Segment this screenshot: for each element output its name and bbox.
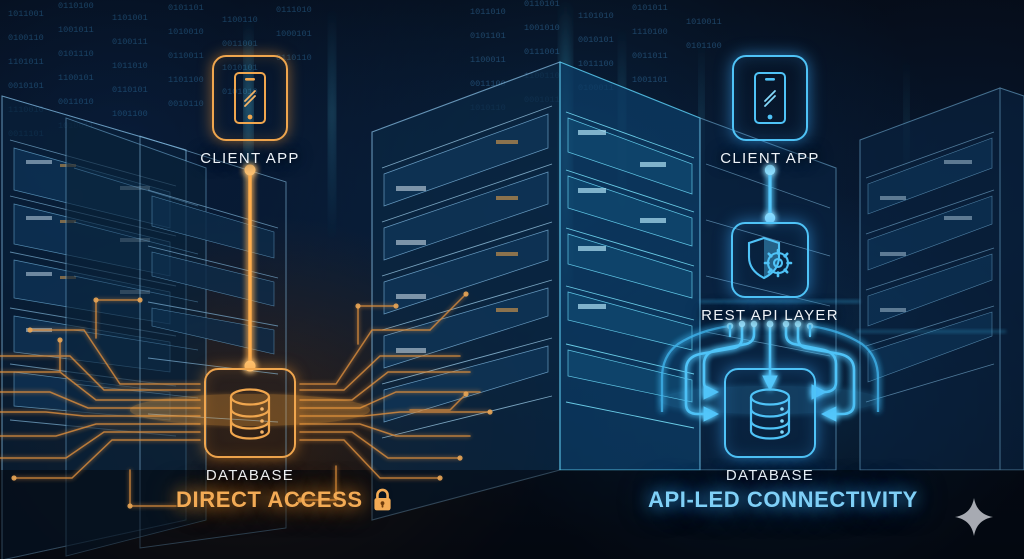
smartphone-icon — [754, 72, 786, 124]
svg-text:0100011: 0100011 — [578, 83, 614, 93]
svg-text:0110101: 0110101 — [112, 85, 148, 95]
database-icon-card[interactable] — [204, 368, 296, 458]
svg-text:1011010: 1011010 — [112, 61, 148, 71]
svg-text:0101101: 0101101 — [470, 31, 506, 41]
database-cylinder-icon — [229, 388, 271, 440]
svg-text:1011001: 1011001 — [8, 9, 44, 19]
svg-text:1101011: 1101011 — [8, 57, 44, 67]
database-label: DATABASE — [205, 467, 295, 484]
database-icon-card[interactable] — [724, 368, 816, 458]
svg-text:0110100: 0110100 — [58, 1, 94, 11]
client-app-icon-card[interactable] — [732, 55, 808, 141]
node-client-app-right[interactable]: CLIENT APP — [720, 55, 818, 167]
svg-text:1101010: 1101010 — [578, 11, 614, 21]
svg-text:0101110: 0101110 — [58, 49, 94, 59]
svg-text:1110100: 1110100 — [632, 27, 668, 37]
client-app-icon-card[interactable] — [212, 55, 288, 141]
svg-text:1001101: 1001101 — [632, 75, 668, 85]
svg-text:0010101: 0010101 — [8, 81, 44, 91]
svg-text:1011100: 1011100 — [578, 59, 614, 69]
svg-text:0100110: 0100110 — [8, 33, 44, 43]
svg-text:1001010: 1001010 — [524, 23, 560, 33]
svg-text:1101001: 1101001 — [112, 13, 148, 23]
svg-text:0111001: 0111001 — [524, 47, 560, 57]
svg-text:0101100: 0101100 — [686, 41, 722, 51]
svg-text:0011100: 0011100 — [470, 79, 506, 89]
svg-text:1011010: 1011010 — [470, 7, 506, 17]
svg-text:0011101: 0011101 — [8, 129, 44, 139]
svg-text:0111010: 0111010 — [276, 5, 312, 15]
svg-text:1010010: 1010010 — [168, 27, 204, 37]
shield-gear-icon — [747, 236, 793, 280]
svg-text:0011010: 0011010 — [58, 97, 94, 107]
svg-text:1010011: 1010011 — [686, 17, 722, 27]
client-app-label: CLIENT APP — [200, 150, 300, 167]
svg-text:0101101: 0101101 — [168, 3, 204, 13]
svg-text:0010110: 0010110 — [168, 99, 204, 109]
lock-icon — [374, 488, 391, 511]
smartphone-icon — [234, 72, 266, 124]
node-rest-api-layer[interactable]: REST API LAYER — [701, 222, 838, 324]
node-client-app-left[interactable]: CLIENT APP — [200, 55, 298, 167]
node-database-left[interactable]: DATABASE — [204, 368, 296, 484]
node-database-right[interactable]: DATABASE — [724, 368, 816, 484]
svg-text:0001011: 0001011 — [524, 95, 560, 105]
svg-text:1001100: 1001100 — [112, 109, 148, 119]
svg-text:0011011: 0011011 — [632, 51, 668, 61]
caption-api-led-text: API-LED CONNECTIVITY — [648, 487, 918, 512]
svg-text:1000101: 1000101 — [276, 29, 312, 39]
svg-text:0100111: 0100111 — [112, 37, 148, 47]
server-rack-left — [1, 95, 187, 559]
svg-text:1100011: 1100011 — [470, 55, 506, 65]
database-cylinder-icon — [749, 388, 791, 440]
rest-api-layer-label: REST API LAYER — [701, 307, 839, 324]
svg-text:1100110: 1100110 — [524, 71, 560, 81]
binary-rain: 1011001 0100110 1101011 0010101 1110010 001… — [8, 0, 722, 139]
svg-text:0011001: 0011001 — [222, 39, 258, 49]
svg-text:0110101: 0110101 — [524, 0, 560, 9]
svg-text:1001011: 1001011 — [58, 25, 94, 35]
svg-text:1100101: 1100101 — [58, 73, 94, 83]
svg-text:1010011: 1010011 — [58, 121, 94, 131]
caption-direct-access-text: DIRECT ACCESS — [176, 487, 363, 512]
svg-text:1110010: 1110010 — [8, 105, 44, 115]
server-rack-center — [371, 61, 701, 521]
svg-text:1010110: 1010110 — [470, 103, 506, 113]
svg-text:1101100: 1101100 — [168, 75, 204, 85]
sparkle-icon — [955, 498, 993, 536]
caption-direct-access: DIRECT ACCESS — [176, 487, 393, 513]
client-app-label: CLIENT APP — [720, 150, 820, 167]
svg-text:1100110: 1100110 — [222, 15, 258, 25]
database-label: DATABASE — [725, 467, 815, 484]
rest-api-icon-card[interactable] — [731, 222, 809, 298]
svg-text:0110011: 0110011 — [168, 51, 204, 61]
svg-text:0010101: 0010101 — [578, 35, 614, 45]
caption-api-led-connectivity: API-LED CONNECTIVITY — [648, 487, 918, 513]
svg-text:0101011: 0101011 — [632, 3, 668, 13]
